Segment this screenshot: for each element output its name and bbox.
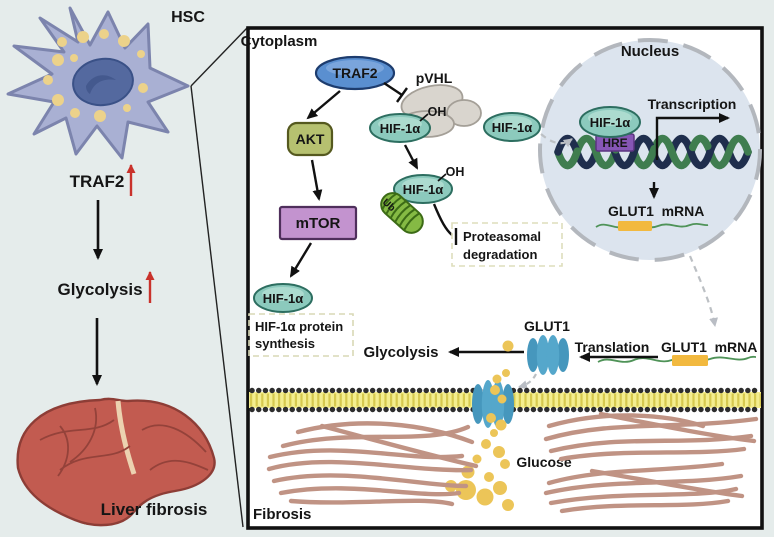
ub-to-degradation-line bbox=[432, 203, 453, 236]
liver-lobe-band bbox=[115, 400, 137, 475]
traf2-to-akt-arrow-icon bbox=[306, 90, 341, 120]
hsc-nucleus-crescent bbox=[86, 75, 116, 94]
nucleus-label: Nucleus bbox=[621, 43, 679, 60]
liver-illustration bbox=[16, 397, 216, 527]
degradation-note-line1: Proteasomal bbox=[463, 229, 541, 244]
glut1-mrna-label-cytoplasm: GLUT1 bbox=[661, 339, 707, 355]
hsc-label: HSC bbox=[171, 9, 205, 26]
dna-helix bbox=[554, 134, 752, 170]
degradation-note-line2: degradation bbox=[463, 247, 537, 262]
hif1a-synthesized-highlight bbox=[262, 287, 304, 301]
mrna-export-dashed-arrow-icon bbox=[688, 255, 718, 327]
hif1a-free-highlight bbox=[492, 116, 532, 130]
liver-fibrosis-label: Liver fibrosis bbox=[101, 500, 208, 519]
hif1a-nuclear-label: HIF-1α bbox=[590, 115, 631, 130]
mrna-label-nucleus: mRNA bbox=[662, 203, 705, 219]
zoom-connector-bottom bbox=[190, 85, 244, 528]
glucose-dot-on-arrow bbox=[502, 340, 514, 352]
mtor-node bbox=[278, 205, 358, 241]
ubiquitin-chain-icon: Ub bbox=[380, 192, 424, 234]
hsc-cell-illustration bbox=[6, 6, 190, 160]
mrna-orf-bar bbox=[618, 221, 652, 231]
mrna-strand bbox=[595, 222, 709, 229]
transcription-label: Transcription bbox=[648, 96, 737, 112]
cytoplasm-label: Cytoplasm bbox=[241, 33, 318, 50]
traf2-up-label: TRAF2 bbox=[70, 172, 125, 191]
synthesis-note-line2: synthesis bbox=[255, 336, 315, 351]
glycolysis-panel-label: Glycolysis bbox=[363, 344, 438, 361]
hif1a-nuclear-highlight bbox=[588, 110, 632, 126]
dna-strand-green-weave bbox=[554, 134, 752, 170]
hif1a-synthesized-label: HIF-1α bbox=[263, 291, 304, 306]
zoom-connector-top bbox=[190, 27, 248, 87]
hif-to-ub-arrow-icon bbox=[403, 144, 419, 170]
oh-label-1: OH bbox=[428, 105, 447, 119]
mtor-label: mTOR bbox=[296, 215, 341, 232]
collagen-fibers bbox=[266, 411, 759, 514]
transcription-arrow-icon bbox=[655, 113, 730, 160]
synthesis-note-box bbox=[248, 313, 354, 357]
glut1-mrna-label-nucleus: GLUT1 bbox=[608, 203, 654, 219]
hif-entry-dashed-arrow-icon bbox=[540, 133, 573, 148]
akt-label: AKT bbox=[296, 131, 325, 147]
hsc-nucleus bbox=[72, 57, 134, 107]
oh-label-2: OH bbox=[446, 165, 465, 179]
glycolysis-up-label: Glycolysis bbox=[57, 280, 142, 299]
mrna-graphic-cytoplasm bbox=[597, 355, 757, 366]
hif1a-ubiquitinated-label: HIF-1α bbox=[403, 182, 444, 197]
hre-label: HRE bbox=[602, 136, 627, 150]
hif1a-pvhl-highlight bbox=[378, 117, 422, 131]
glut1-transporter-free bbox=[527, 335, 569, 375]
mtor-to-hif-arrow-icon bbox=[289, 242, 313, 278]
mrna-label-cytoplasm: mRNA bbox=[715, 339, 758, 355]
oh-tick-1 bbox=[419, 113, 429, 122]
glut1-to-membrane-dashed-arrow-icon bbox=[518, 373, 537, 390]
traf2-node-label: TRAF2 bbox=[332, 65, 377, 81]
liver-body bbox=[16, 397, 216, 527]
degradation-note-box bbox=[451, 222, 563, 267]
hsc-granules bbox=[43, 29, 148, 122]
akt-node bbox=[286, 121, 334, 157]
hif1a-free-label: HIF-1α bbox=[492, 120, 533, 135]
liver-veins bbox=[39, 407, 209, 477]
hif1a-ubiquitinated-highlight bbox=[402, 178, 444, 192]
oh-tick-2 bbox=[437, 173, 447, 182]
akt-to-mtor-arrow-icon bbox=[310, 159, 323, 201]
synthesis-note-line1: HIF-1α protein bbox=[255, 319, 343, 334]
traf2-inhibits-pvhl-tbar-icon bbox=[383, 82, 408, 103]
glucose-label: Glucose bbox=[516, 454, 571, 470]
traf2-node-highlight bbox=[326, 60, 384, 76]
translation-label: Translation bbox=[575, 339, 650, 355]
hif1a-pvhl-label: HIF-1α bbox=[380, 121, 421, 136]
fibrosis-label: Fibrosis bbox=[253, 506, 311, 523]
mrna-graphic-nucleus bbox=[595, 221, 709, 231]
glut1-protein-label: GLUT1 bbox=[524, 318, 570, 334]
mrna-orf-bar bbox=[672, 355, 708, 366]
pvhl-label: pVHL bbox=[416, 70, 453, 86]
